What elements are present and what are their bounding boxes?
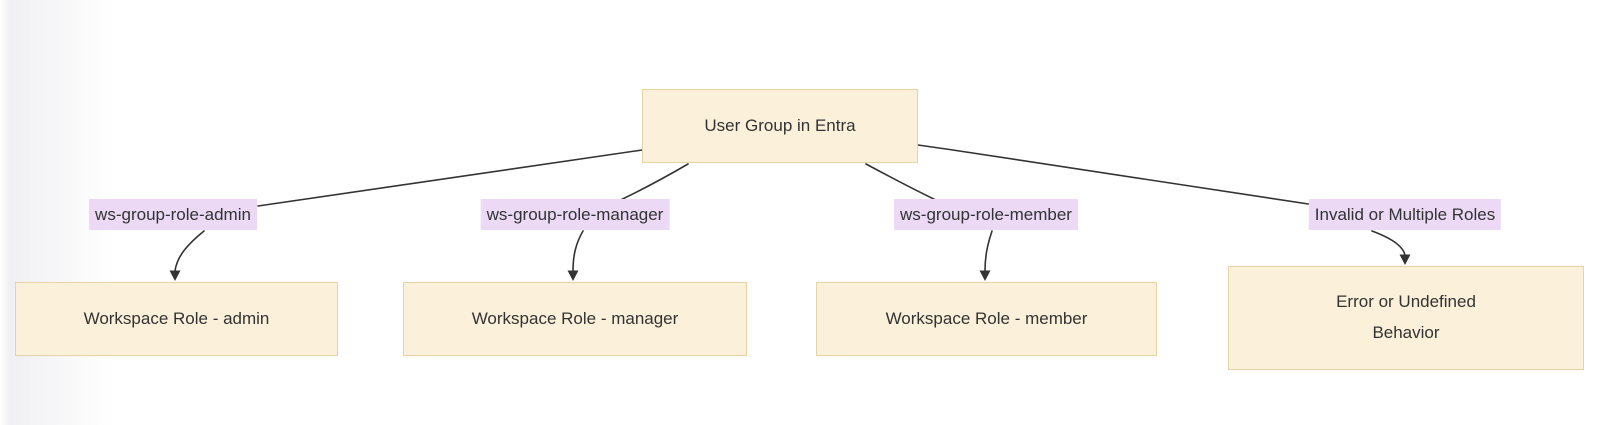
node-user-group-entra: User Group in Entra (642, 89, 918, 163)
node-workspace-role-member-label: Workspace Role - member (885, 308, 1088, 328)
node-workspace-role-admin: Workspace Role - admin (15, 282, 338, 356)
node-error-or-undefined-behavior-label: Error or Undefined Behavior (1336, 292, 1476, 342)
node-workspace-role-manager-label: Workspace Role - manager (471, 308, 679, 328)
node-workspace-role-admin-label: Workspace Role - admin (83, 308, 270, 328)
node-error-or-undefined-behavior: Error or Undefined Behavior (1228, 266, 1584, 370)
edge-path-manager-lower (572, 230, 584, 272)
edge-label-ws-group-role-admin: ws-group-role-admin (89, 199, 257, 230)
edge-path-admin-upper (257, 149, 643, 207)
node-workspace-role-member: Workspace Role - member (816, 282, 1157, 356)
arrowhead-member (979, 270, 991, 281)
arrowhead-invalid (1399, 254, 1411, 265)
edge-path-invalid-upper (917, 144, 1316, 206)
edge-path-member-upper (865, 163, 945, 205)
edge-path-manager-upper (611, 163, 689, 205)
edge-path-admin-lower (174, 230, 205, 272)
edge-path-member-lower (984, 230, 993, 272)
node-user-group-entra-label: User Group in Entra (704, 115, 856, 135)
edge-label-ws-group-role-manager: ws-group-role-manager (480, 199, 670, 230)
node-workspace-role-manager: Workspace Role - manager (403, 282, 747, 356)
arrowhead-admin (169, 270, 181, 281)
arrowhead-manager (567, 270, 579, 281)
edge-label-ws-group-role-member: ws-group-role-member (894, 199, 1078, 230)
edge-path-invalid-lower (1371, 230, 1406, 256)
edge-label-invalid-or-multiple-roles: Invalid or Multiple Roles (1308, 199, 1502, 230)
